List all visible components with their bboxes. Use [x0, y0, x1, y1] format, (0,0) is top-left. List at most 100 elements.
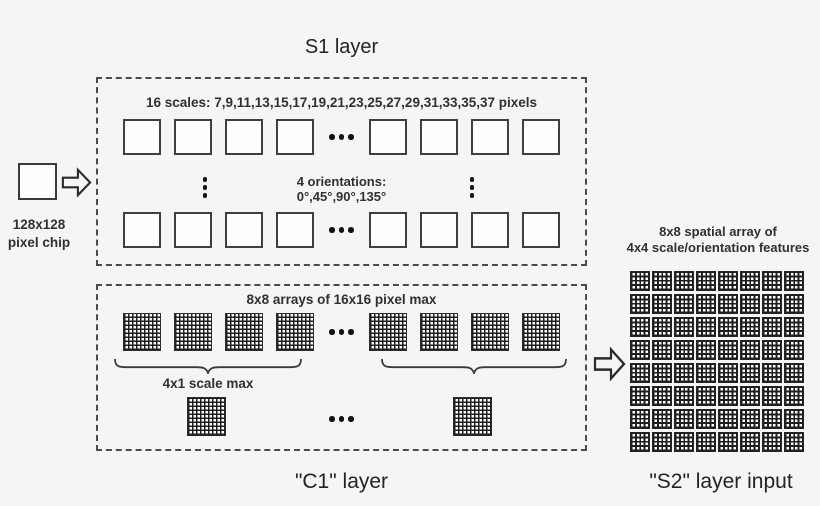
- s2-feature-cell: [630, 271, 650, 291]
- s2-feature-cell: [718, 317, 738, 337]
- s1-filter-row-bottom: [98, 212, 585, 248]
- input-chip-label: 128x128 pixel chip: [0, 216, 78, 251]
- s2-feature-cell: [740, 432, 760, 452]
- s1-filter-group: [123, 212, 315, 248]
- s2-feature-cell: [696, 294, 716, 314]
- s2-feature-cell: [652, 363, 672, 383]
- s2-feature-cell: [762, 386, 782, 406]
- s2-feature-cell: [674, 271, 694, 291]
- c1-grid-group: [123, 313, 315, 351]
- s1-filter-square: [123, 119, 162, 155]
- s2-feature-cell: [696, 317, 716, 337]
- s2-feature-cell: [696, 363, 716, 383]
- s1-filter-group: [368, 119, 560, 155]
- s2-feature-cell: [762, 317, 782, 337]
- c1-pooling-grid: [368, 313, 407, 351]
- s2-feature-cell: [652, 409, 672, 429]
- c1-grid-group: [368, 313, 560, 351]
- s2-feature-cell: [696, 432, 716, 452]
- s2-feature-cell: [674, 294, 694, 314]
- s2-feature-cell: [718, 294, 738, 314]
- s2-feature-cell: [630, 294, 650, 314]
- c1-pooling-grid: [419, 313, 458, 351]
- s2-feature-cell: [740, 340, 760, 360]
- s2-feature-cell: [762, 363, 782, 383]
- c1-to-s2-arrow-icon: [593, 346, 626, 382]
- s2-feature-cell: [674, 340, 694, 360]
- s2-feature-cell: [696, 386, 716, 406]
- s2-feature-cell: [762, 409, 782, 429]
- s2-feature-cell: [652, 432, 672, 452]
- c1-arrays-caption: 8x8 arrays of 16x16 pixel max: [246, 292, 437, 307]
- s2-layer-title: "S2" layer input: [649, 470, 793, 493]
- s2-feature-cell: [784, 409, 804, 429]
- c1-scale-max-grid: [453, 397, 492, 436]
- s2-feature-cell: [762, 432, 782, 452]
- s2-feature-cell: [718, 432, 738, 452]
- c1-grid-row: [98, 313, 585, 351]
- s2-feature-cell: [652, 340, 672, 360]
- c1-pooling-grid: [276, 313, 315, 351]
- ellipsis-icon: [98, 416, 585, 422]
- s1-filter-row-top: [98, 119, 585, 155]
- s1-filter-group: [368, 212, 560, 248]
- c1-pooling-grid: [521, 313, 560, 351]
- vertical-ellipsis-icon: [467, 177, 477, 198]
- chip-label-line2: pixel chip: [7, 234, 71, 250]
- s2-caption-line1: 8x8 spatial array of: [659, 224, 777, 239]
- s1-orientations-caption: 4 orientations: 0°,45°,90°,135°: [98, 174, 585, 204]
- c1-pooling-grid: [470, 313, 509, 351]
- s2-feature-cell: [784, 386, 804, 406]
- s1-filter-square: [521, 119, 560, 155]
- c1-pooling-grid: [174, 313, 213, 351]
- s2-feature-cell: [784, 294, 804, 314]
- s1-filter-square: [470, 119, 509, 155]
- s2-feature-cell: [630, 432, 650, 452]
- s2-feature-cell: [762, 294, 782, 314]
- s2-feature-cell: [784, 340, 804, 360]
- s1-filter-square: [225, 119, 264, 155]
- s1-layer-title: S1 layer: [304, 36, 379, 58]
- s2-feature-cell: [784, 363, 804, 383]
- ellipsis-icon: [329, 329, 354, 335]
- s1-filter-group: [123, 119, 315, 155]
- ellipsis-icon: [329, 134, 354, 140]
- input-chip-square: [18, 163, 57, 200]
- s2-feature-cell: [784, 317, 804, 337]
- orientations-line2: 0°,45°,90°,135°: [296, 189, 387, 204]
- orientations-line1: 4 orientations:: [296, 174, 387, 189]
- s1-filter-square: [123, 212, 162, 248]
- s2-feature-cell: [718, 271, 738, 291]
- s2-feature-cell: [674, 386, 694, 406]
- s2-feature-cell: [630, 363, 650, 383]
- s2-feature-cell: [784, 271, 804, 291]
- s2-caption-line2: 4x4 scale/orientation features: [626, 240, 810, 255]
- s2-feature-cell: [762, 271, 782, 291]
- s2-feature-cell: [718, 409, 738, 429]
- ellipsis-icon: [329, 227, 354, 233]
- c1-scale-max-label: 4x1 scale max: [162, 376, 254, 391]
- s1-filter-square: [276, 212, 315, 248]
- s2-feature-cell: [740, 386, 760, 406]
- s2-feature-cell: [718, 340, 738, 360]
- s2-feature-cell: [740, 363, 760, 383]
- s1-filter-square: [521, 212, 560, 248]
- s2-feature-grid: [630, 271, 804, 452]
- s2-feature-cell: [652, 317, 672, 337]
- s1-filter-square: [470, 212, 509, 248]
- s2-feature-cell: [740, 294, 760, 314]
- s2-feature-cell: [630, 409, 650, 429]
- s2-feature-cell: [740, 409, 760, 429]
- underbrace-icon: [381, 358, 567, 374]
- c1-scale-max-grid: [187, 397, 226, 436]
- s2-feature-cell: [696, 409, 716, 429]
- s1-filter-square: [174, 212, 213, 248]
- s2-feature-cell: [674, 317, 694, 337]
- s2-feature-cell: [762, 340, 782, 360]
- vertical-ellipsis-icon: [200, 177, 210, 198]
- s1-filter-square: [174, 119, 213, 155]
- s2-feature-cell: [696, 340, 716, 360]
- s2-feature-cell: [674, 363, 694, 383]
- s2-feature-cell: [652, 271, 672, 291]
- s1-scales-caption: 16 scales: 7,9,11,13,15,17,19,21,23,25,2…: [145, 95, 538, 110]
